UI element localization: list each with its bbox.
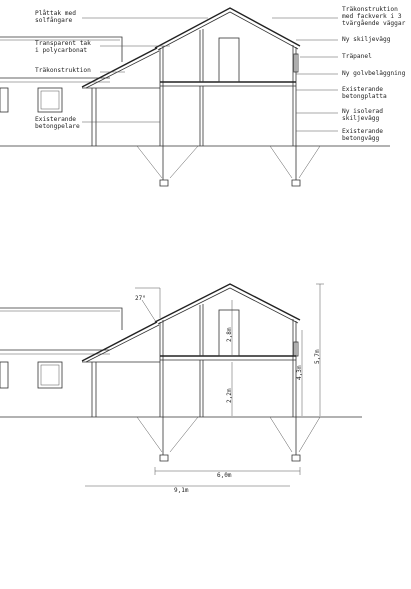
dim-height-mid: 4,3m [296,365,303,380]
dim-height-total: 5,7m [314,349,321,364]
label-isolerad: Ny isolerad skiljevägg [342,108,383,122]
label-plattak: Plåttak med solfångare [35,10,76,24]
label-betongpelare: Existerande betongpelare [35,116,80,130]
dim-width-inner: 6,0m [217,472,232,479]
window-left [0,87,9,113]
label-betongvagg: Existerande betongvägg [342,128,383,142]
bottom-section-drawing [0,283,362,487]
label-trakonstruktion: Träkonstruktion [35,67,91,74]
door-upper [218,37,240,83]
dim-width-total: 9,1m [174,487,189,494]
dim-upper-room: 2,8m [226,327,233,342]
label-skiljevagg: Ny skiljevägg [342,36,391,43]
label-golvbelaggning: Ny golvbeläggning [342,70,406,77]
window-mid [37,87,63,113]
label-betongplatta: Existerande betongplatta [342,86,387,100]
label-fackverk: Träkonstruktion med fackverk i 3 tvärgåe… [342,6,406,27]
dim-lower-room: 2,2m [226,388,233,403]
top-section-drawing [0,7,390,187]
label-trapanel: Träpanel [342,53,372,60]
label-transparent-tak: Transparent tak i polycarbonat [35,40,91,54]
dim-angle: 27° [135,295,146,302]
